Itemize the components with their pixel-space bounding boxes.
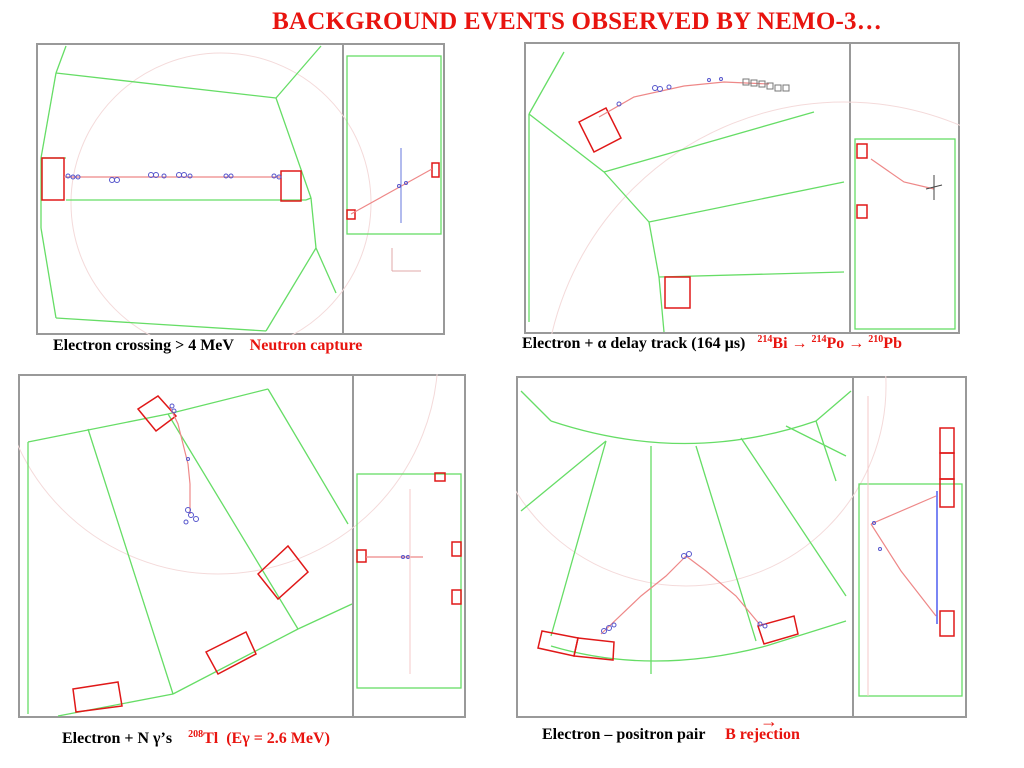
mass-number: 210: [868, 334, 884, 345]
event-display-electron-crossing: [36, 43, 446, 335]
tag-bi-po-pb: 214Bi → 214Po → 210Pb: [757, 334, 902, 352]
decay-arrow: →: [848, 335, 865, 352]
mass-number: 214: [811, 334, 827, 345]
event-display-svg: [516, 376, 967, 718]
tag-b-rejection: B rejection: [725, 726, 800, 743]
element-symbol: Pb: [883, 335, 902, 352]
element-symbol: Bi: [772, 335, 788, 352]
mass-number: 214: [757, 334, 773, 345]
caption-pair: Electron – positron pair: [542, 726, 706, 743]
caption-gammas: Electron + N γ’s: [62, 730, 173, 747]
mass-number: 208: [188, 729, 204, 740]
element-symbol: Tl: [203, 730, 219, 747]
vector-arrow-icon: →: [760, 711, 778, 731]
event-display-svg: [36, 43, 445, 335]
page-title: BACKGROUND EVENTS OBSERVED BY NEMO-3…: [272, 8, 882, 35]
event-display-svg: [524, 42, 960, 334]
tag-tl208: 208Tl (Eγ = 2.6 MeV): [188, 729, 330, 747]
event-display-svg: [18, 374, 466, 718]
gamma-energy: (Eγ = 2.6 MeV): [226, 730, 330, 747]
tag-neutron-capture: Neutron capture: [249, 337, 363, 354]
element-symbol: Po: [826, 335, 845, 352]
caption-alpha-delay: Electron + α delay track (164 µs): [522, 335, 746, 352]
event-display-pair: [516, 376, 968, 718]
event-display-alpha-delay: [524, 42, 960, 334]
caption-electron-crossing: Electron crossing > 4 MeV: [53, 337, 234, 354]
decay-arrow: →: [791, 335, 808, 352]
event-display-gammas: [18, 374, 466, 718]
